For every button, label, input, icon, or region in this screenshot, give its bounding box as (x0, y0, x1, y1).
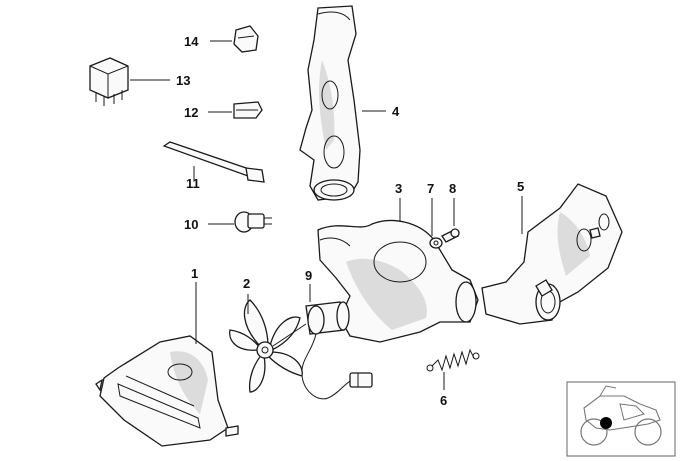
part-14-clip[interactable] (233, 25, 259, 53)
part-8-screw[interactable] (441, 228, 460, 243)
part-2-fan-wheel[interactable] (229, 299, 307, 393)
motorcycle-silhouette-icon (580, 385, 662, 446)
callout-6: 6 (440, 393, 447, 408)
callout-7: 7 (427, 181, 434, 196)
callout-8: 8 (449, 181, 456, 196)
thumbnail-box (566, 381, 676, 457)
callout-12: 12 (184, 105, 198, 120)
part-4-upper-duct[interactable] (299, 5, 361, 201)
part-9-blower-motor[interactable] (301, 301, 373, 400)
callout-labels: 14 13 12 11 10 4 3 7 8 5 1 2 9 6 (176, 34, 524, 408)
part-7-washer[interactable] (429, 237, 443, 249)
callout-14: 14 (184, 34, 199, 49)
callout-11: 11 (186, 176, 200, 191)
part-3-blower-housing[interactable] (317, 219, 479, 343)
callout-1: 1 (191, 266, 198, 281)
part-12-bracket[interactable] (233, 101, 263, 119)
callout-9: 9 (305, 268, 312, 283)
part-11-cable-tie[interactable] (162, 141, 265, 183)
part-5-side-duct[interactable] (481, 183, 623, 325)
callout-5: 5 (517, 179, 524, 194)
callout-2: 2 (243, 276, 250, 291)
part-6-spring[interactable] (426, 348, 480, 372)
part-10-sensor[interactable] (234, 211, 272, 233)
part-13-relay[interactable] (89, 57, 129, 106)
callout-13: 13 (176, 73, 190, 88)
callout-10: 10 (184, 217, 198, 232)
part-1-lower-cover[interactable] (95, 335, 239, 447)
location-marker (600, 417, 612, 429)
callout-4: 4 (392, 104, 400, 119)
callout-3: 3 (395, 181, 402, 196)
